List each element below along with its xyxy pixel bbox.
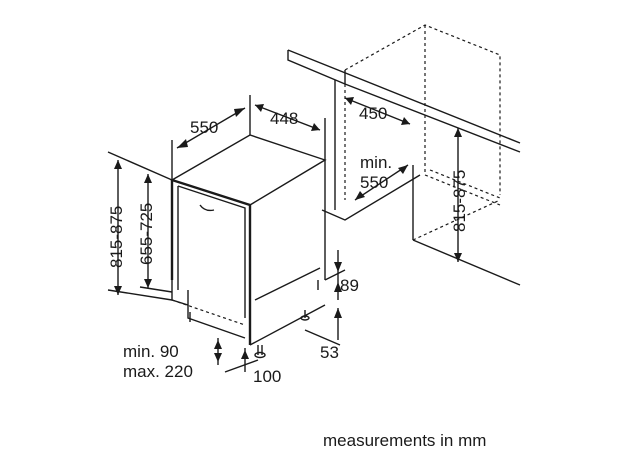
label-niche-height: 815-875	[450, 170, 469, 232]
label-niche-width: 450	[359, 104, 387, 123]
dimension-arrows	[114, 97, 462, 362]
label-total-height: 815-875	[107, 206, 126, 268]
label-width: 448	[270, 109, 298, 128]
label-niche-depth-value: 550	[360, 173, 388, 192]
label-depth: 550	[190, 118, 218, 137]
dishwasher	[170, 134, 327, 359]
dimension-lines	[107, 95, 459, 373]
caption: measurements in mm	[323, 431, 486, 450]
label-foot-offset: 100	[253, 367, 281, 386]
kitchen-niche	[287, 24, 521, 286]
label-plinth-depth: 53	[320, 343, 339, 362]
label-body-height: 655-725	[137, 203, 156, 265]
label-plinth-gap-max: max. 220	[123, 362, 193, 381]
label-niche-depth-min: min.	[360, 153, 392, 172]
label-plinth-gap-min: min. 90	[123, 342, 179, 361]
label-plinth-height: 89	[340, 276, 359, 295]
